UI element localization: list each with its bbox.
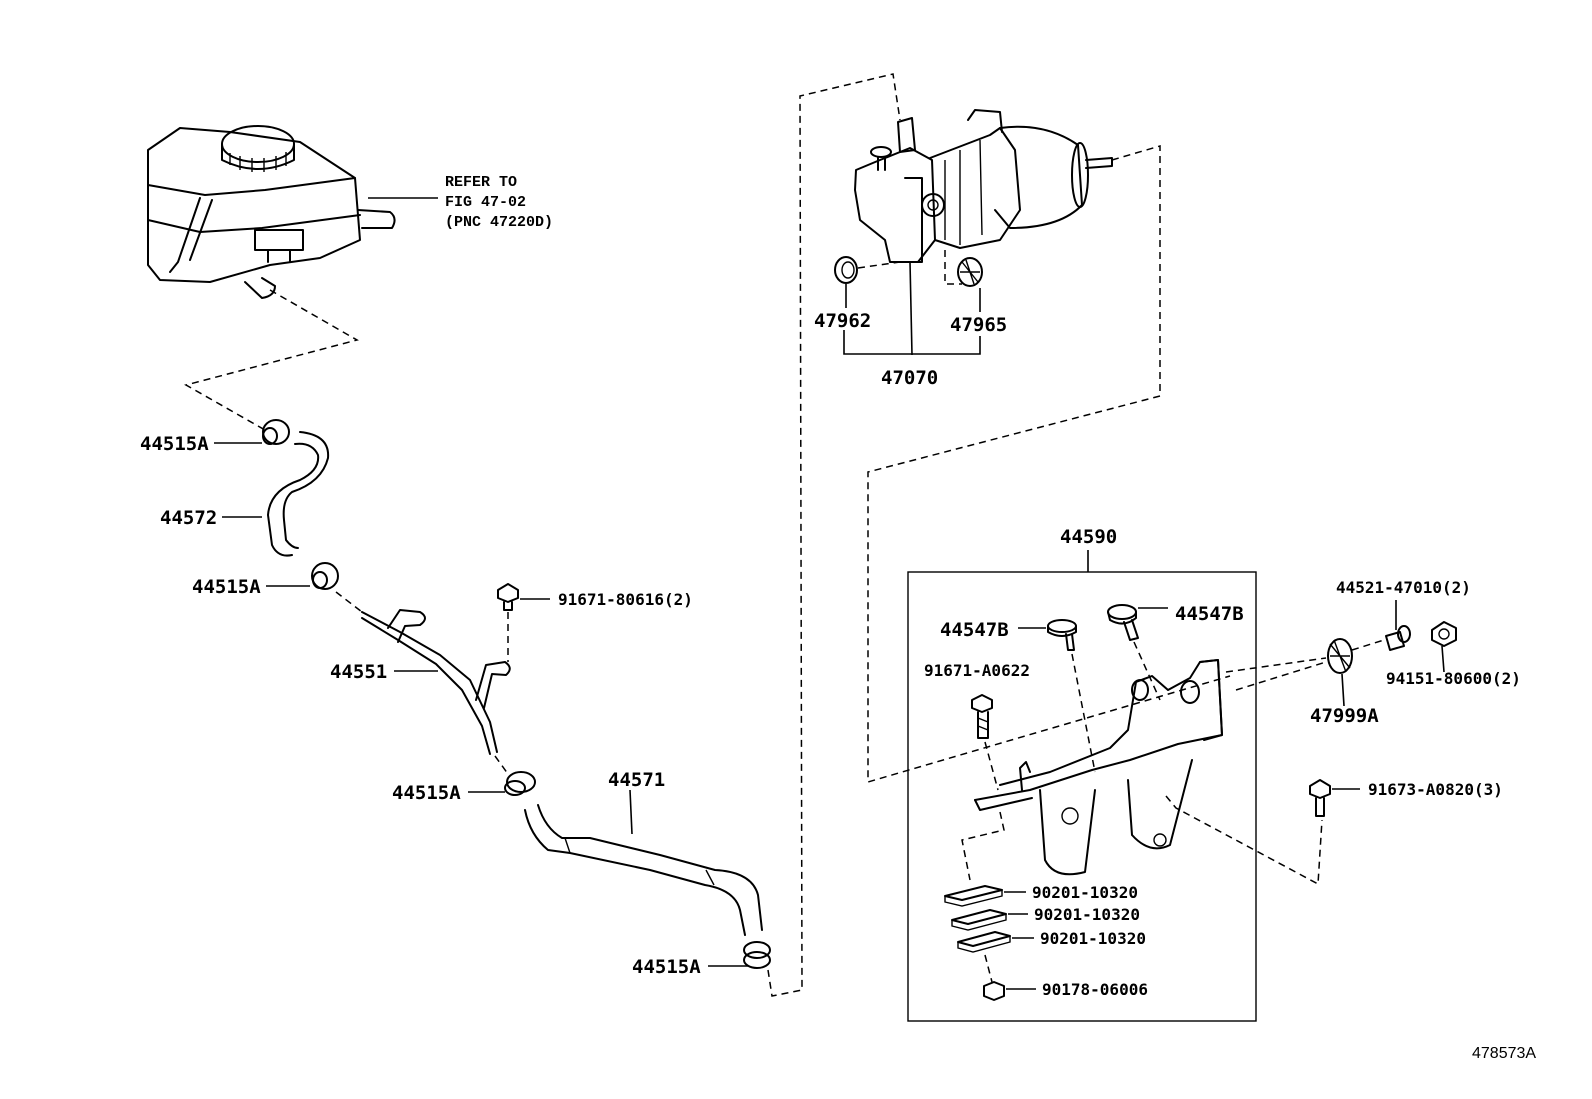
washer-3 [957,931,1011,953]
bushing-47999A [1327,638,1353,674]
diagram-id: 478573A [1472,1045,1536,1062]
reference-note: REFER TO FIG 47-02 (PNC 47220D) [368,174,553,231]
clamp-2 [311,562,339,590]
label-stud-left: 44547B [940,619,1009,641]
label-nut: 94151-80600(2) [1386,669,1521,688]
bolt-91673-A0820 [1309,779,1331,817]
clamp-3 [504,771,536,796]
label-hose-lower: 44571 [608,769,665,791]
label-collar: 44521-47010(2) [1336,578,1471,597]
dash-stud-right [1133,641,1161,701]
dash-stud-left [1071,653,1096,773]
reservoir-tank [147,125,396,299]
label-seal-ring: 47962 [814,310,871,332]
dash-pump-to-bracket [867,145,1231,784]
label-bushing: 47999A [1310,705,1379,727]
bolt-91671-80616 [497,583,519,611]
bracket [974,659,1223,876]
dash-hose-to-pump [767,73,901,997]
label-clamp-2: 44515A [192,576,261,598]
label-stud-right: 44547B [1175,603,1244,625]
bolt-91671-A0622 [971,694,993,739]
label-clamp-4: 44515A [632,956,701,978]
label-hose-upper: 44572 [160,507,217,529]
label-bolt-bracket: 91671-A0622 [924,661,1030,680]
hose-44572 [267,431,330,557]
reference-note-line2: FIG 47-02 [445,194,526,211]
clamp-4 [743,941,771,969]
dash-bushing-to-collar [1351,639,1385,651]
nut-90178-06006 [983,981,1005,1001]
label-clamp-1: 44515A [140,433,209,455]
label-washer-2: 90201-10320 [1034,905,1140,924]
stud-left [1047,619,1077,651]
dash-reservoir-to-hose [184,289,359,431]
washer-1 [944,885,1003,907]
label-clamp-3: 44515A [392,782,461,804]
nut-94151 [1431,621,1457,647]
label-pump-assy: 47070 [881,367,938,389]
label-washer-3: 90201-10320 [1040,929,1146,948]
washer-2 [951,909,1007,931]
reference-note-line3: (PNC 47220D) [445,214,553,231]
dash-clamp2-to-pipe [335,591,363,613]
bracket-assy-box [907,571,1257,1022]
clamp-1 [262,419,290,445]
label-bolt-pipe: 91671-80616(2) [558,590,693,609]
collar-44521 [1385,625,1411,651]
label-cushion: 47965 [950,314,1007,336]
dash-bolt-bracket [984,741,999,791]
seal-ring-47962 [834,256,858,284]
dash-bracket-right [1165,795,1323,886]
dash-pipe-to-clamp3 [494,755,509,775]
pipe-44551 [361,609,511,755]
hose-44571 [524,804,763,936]
label-nut-bottom: 90178-06006 [1042,980,1148,999]
stud-right [1107,604,1139,641]
reference-note-line1: REFER TO [445,174,517,191]
dash-bushing-to-bracket [1225,657,1327,691]
dash-bracket-down [961,811,1005,881]
cushion-47965 [957,257,983,287]
label-bolt-mount: 91673-A0820(3) [1368,780,1503,799]
dash-washers-to-nut [984,954,993,983]
label-pipe: 44551 [330,661,387,683]
pump-assembly [854,109,1113,263]
label-bracket-assy: 44590 [1060,526,1117,548]
dash-seal-to-pump [857,261,901,269]
label-washer-1: 90201-10320 [1032,883,1138,902]
